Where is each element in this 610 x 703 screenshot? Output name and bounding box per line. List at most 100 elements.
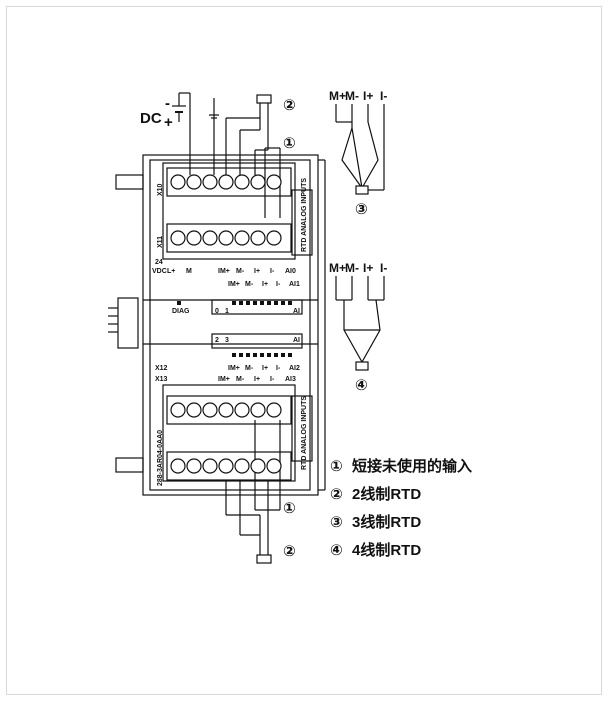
terminal-top-6: [266, 174, 282, 190]
terminal-bot-6: [266, 402, 282, 418]
label-i-plus: I+: [254, 268, 260, 275]
led-top-7: [281, 301, 285, 305]
rtd-4wire-sensor: [335, 276, 385, 371]
ch-1: 1: [225, 308, 229, 315]
led-bottom-1: [239, 353, 243, 357]
legend-mark-4: ④: [330, 542, 343, 559]
terminal-bot2-5: [250, 458, 266, 474]
bot-i-plus: I+: [262, 365, 268, 372]
terminal-top-1: [186, 174, 202, 190]
ai-bottom: AI: [293, 337, 300, 344]
s3-label-3: I-: [380, 89, 387, 103]
led-bottom-4: [260, 353, 264, 357]
led-top-1: [239, 301, 243, 305]
dc-supply-symbol: [172, 92, 191, 175]
dc-plus: +: [164, 114, 173, 131]
diag-label: DIAG: [172, 308, 190, 315]
legend-mark-2: ②: [330, 486, 343, 503]
legend-text-3: 3线制RTD: [352, 513, 421, 531]
led-top-4: [260, 301, 264, 305]
led-top-6: [274, 301, 278, 305]
label-l-plus: L+: [167, 268, 175, 275]
label-x11: X11: [157, 236, 164, 248]
ch-2: 2: [215, 337, 219, 344]
ground-icon: [209, 98, 219, 175]
bot2-m-minus: M-: [236, 376, 245, 383]
terminal-top-2: [202, 174, 218, 190]
rtd-2wire-bottom: [225, 481, 272, 564]
diagram-frame: [6, 6, 602, 695]
side-label-top: RTD ANALOG INPUTS: [301, 178, 308, 252]
terminal-top-3: [218, 174, 234, 190]
s3-label-2: I+: [363, 89, 373, 103]
label-im-plus: IM+: [218, 268, 230, 275]
led-bottom-2: [246, 353, 250, 357]
terminal-top2-4: [234, 230, 250, 246]
led-bottom-0: [232, 353, 236, 357]
terminal-bot2-0: [170, 458, 186, 474]
model-label: 288-3AR04-0AA0: [157, 430, 164, 486]
terminal-bot2-1: [186, 458, 202, 474]
legend-mark-3: ③: [330, 514, 343, 531]
dc-label: DC: [140, 110, 162, 127]
terminal-top2-5: [250, 230, 266, 246]
terminal-bot-1: [186, 402, 202, 418]
terminal-circles-bottom-row2: [170, 458, 282, 474]
legend-text-2: 2线制RTD: [352, 485, 421, 503]
led-bottom-6: [274, 353, 278, 357]
terminal-bot-3: [218, 402, 234, 418]
ai-top: AI: [293, 308, 300, 315]
terminal-top-4: [234, 174, 250, 190]
terminal-bot-2: [202, 402, 218, 418]
s4-label-2: I+: [363, 261, 373, 275]
bot2-i-plus: I+: [254, 376, 260, 383]
terminal-circles-top: [170, 174, 282, 190]
terminal-top2-0: [170, 230, 186, 246]
s3-label-0: M+: [329, 89, 346, 103]
label-i-minus: I-: [270, 268, 275, 275]
led-strip-top: [211, 299, 303, 349]
led-bottom-3: [253, 353, 257, 357]
ch-3: 3: [225, 337, 229, 344]
mark-1-bottom: ①: [283, 500, 296, 517]
legend: ① 短接未使用的输入 ② 2线制RTD ③ 3线制RTD ④ 4线制RTD: [330, 457, 472, 559]
mark-3: ③: [355, 201, 368, 218]
led-bottom-8: [288, 353, 292, 357]
label-ai0: AI0: [285, 268, 296, 275]
terminal-bot2-4: [234, 458, 250, 474]
terminal-bot2-3: [218, 458, 234, 474]
terminal-block-bottom: [162, 384, 313, 482]
terminal-top2-2: [202, 230, 218, 246]
led-bottom-7: [281, 353, 285, 357]
terminal-circles-top-row2: [170, 230, 282, 246]
s3-label-1: M-: [345, 89, 359, 103]
bot-i-minus: I-: [276, 365, 281, 372]
terminal-bot2-2: [202, 458, 218, 474]
led-bottom-5: [267, 353, 271, 357]
led-top-5: [267, 301, 271, 305]
led-top-3: [253, 301, 257, 305]
mark-1-top: ①: [283, 135, 296, 152]
mark-2-top: ②: [283, 97, 296, 114]
row2-i-minus: I-: [276, 281, 281, 288]
terminal-top2-1: [186, 230, 202, 246]
ch-0: 0: [215, 308, 219, 315]
label-m: M: [186, 268, 192, 275]
legend-text-1: 短接未使用的输入: [352, 457, 472, 475]
label-24: 24: [155, 259, 163, 266]
row2-m-minus: M-: [245, 281, 254, 288]
label-x12: X12: [155, 365, 168, 372]
terminal-bot-4: [234, 402, 250, 418]
label-x13: X13: [155, 376, 168, 383]
terminal-top2-3: [218, 230, 234, 246]
s4-label-3: I-: [380, 261, 387, 275]
terminal-top2-6: [266, 230, 282, 246]
terminal-circles-bottom: [170, 402, 282, 418]
led-top-0: [232, 301, 236, 305]
terminal-bot2-6: [266, 458, 282, 474]
led-top-8: [288, 301, 292, 305]
legend-mark-1: ①: [330, 458, 343, 475]
mark-4: ④: [355, 377, 368, 394]
rtd-3wire-sensor: [335, 104, 385, 195]
